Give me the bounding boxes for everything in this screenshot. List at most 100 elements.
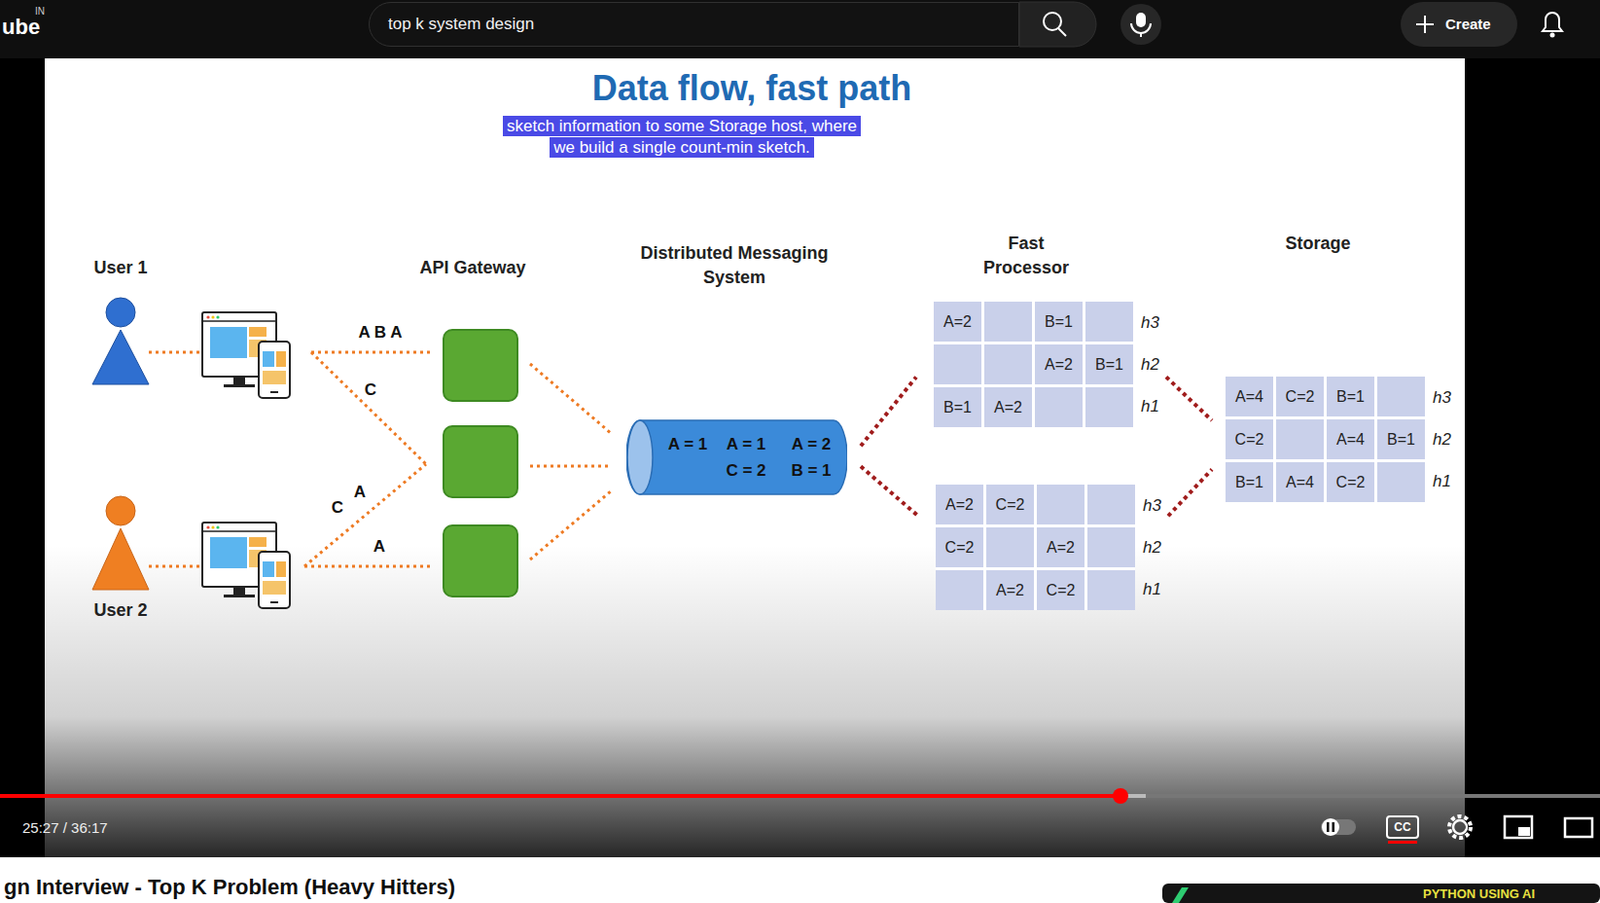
miniplayer-icon: [1518, 826, 1530, 836]
progress-buffer: [0, 793, 1146, 798]
window-dot: [215, 315, 219, 319]
thumbnail-mark: [1172, 887, 1189, 903]
pause-icon: [1332, 821, 1336, 832]
sketch-cell: [1034, 387, 1083, 427]
dotted-link: [530, 490, 612, 560]
sketch-flow-line: [1168, 468, 1212, 516]
column-heading: User 2: [93, 598, 147, 623]
sketch-cell: [1036, 484, 1085, 525]
device-icon: [202, 522, 290, 608]
sketch-cell: A=2: [1036, 527, 1085, 568]
dotted-link: [530, 464, 612, 468]
hash-row-label: h3: [1432, 388, 1452, 408]
caption-text: sketch information to some Storage host,…: [502, 115, 861, 158]
event-label: A: [354, 482, 366, 502]
column-heading: API Gateway: [419, 255, 526, 281]
plus-icon: [1423, 15, 1426, 34]
cell-value: B=1: [1044, 313, 1073, 331]
sketch-cell: B=1: [1326, 376, 1375, 417]
cylinder-shape: [626, 419, 848, 496]
user-head: [106, 496, 136, 526]
sketch-table: A=4C=2B=1C=2A=4B=1B=1A=4C=2: [1225, 376, 1425, 502]
controls-shade: [0, 544, 1600, 857]
cell-value: C=2: [1235, 430, 1265, 449]
user-body: [92, 329, 149, 385]
window-dot: [206, 525, 210, 529]
cell-value: B=1: [1386, 430, 1416, 449]
event-label: A B A: [357, 322, 402, 343]
hash-row-label: h2: [1140, 355, 1160, 375]
cell-value: A=2: [1046, 538, 1075, 557]
cell-value: C=2: [1336, 473, 1366, 492]
dotted-link: [311, 352, 427, 464]
pause-icon: [1326, 821, 1330, 832]
sketch-cell: [1377, 376, 1425, 417]
sketch-cell: [1085, 387, 1134, 427]
window-dot: [211, 315, 214, 319]
window-dot: [206, 315, 210, 319]
sketch-cell: [1087, 569, 1136, 610]
sketch-cell: A=2: [933, 301, 982, 342]
sketch-table: A=2B=1A=2B=1B=1A=2: [933, 301, 1134, 427]
sketch-cell: A=4: [1225, 376, 1274, 417]
thumbnail: [1162, 883, 1600, 903]
phone-note: [262, 370, 286, 385]
mic-icon: [1131, 23, 1151, 34]
queue-entry: A = 1: [726, 434, 766, 455]
user-body: [92, 528, 149, 590]
monitor-bar: [202, 530, 277, 533]
create-pill: [1400, 1, 1518, 47]
slide-title: Data flow, fast path: [592, 68, 913, 109]
sketch-cell: [935, 569, 984, 610]
logo-text: ube: [1, 14, 40, 40]
event-label: A: [373, 536, 386, 557]
button-text: Create: [1445, 15, 1492, 33]
search-button: [1019, 1, 1097, 47]
sketch-cell: B=1: [1085, 344, 1134, 385]
theater-icon: [1564, 817, 1593, 837]
phone-note: [276, 351, 286, 367]
sketch-cell: A=2: [935, 484, 984, 525]
hash-row-label: h1: [1432, 471, 1452, 492]
sketch-cell: A=2: [984, 387, 1032, 427]
gateway-box: [443, 426, 518, 498]
autoplay-toggle: [1321, 817, 1340, 836]
hash-row-label: h1: [1142, 579, 1162, 600]
sketch-cell: C=2: [935, 527, 984, 568]
gateway-box: [443, 329, 518, 401]
mic-icon: [1136, 12, 1146, 28]
cell-value: A=2: [945, 496, 974, 514]
device-icon: [202, 312, 290, 398]
cell-value: C=2: [945, 538, 975, 557]
dotted-link: [304, 463, 427, 567]
sketch-cell: B=1: [1377, 419, 1425, 460]
monitor-stand: [233, 586, 246, 595]
window-dot: [211, 525, 214, 529]
cell-value: A=2: [943, 313, 972, 331]
search-query: top k system design: [388, 14, 534, 34]
bell-icon: [1550, 33, 1556, 38]
dotted-link: [311, 351, 431, 355]
cell-value: A=2: [1044, 355, 1073, 374]
screen-note: [248, 326, 267, 337]
phone-block: [262, 351, 275, 367]
dotted-link: [148, 351, 200, 355]
sketch-cell: [1085, 301, 1134, 342]
sketch-flow-line: [860, 465, 919, 516]
cell-value: B=1: [943, 398, 972, 417]
hash-row-label: h2: [1142, 537, 1162, 558]
gateway-box: [443, 525, 518, 597]
autoplay-toggle: [1320, 818, 1356, 835]
message-queue: A = 1A = 1A = 2C = 2B = 1: [626, 419, 848, 496]
thumbnail-text: PYTHON USING AI: [1422, 886, 1535, 901]
sketch-cell: [933, 344, 982, 385]
cell-value: C=2: [995, 496, 1026, 514]
event-label: C: [364, 380, 377, 400]
hash-row-label: h1: [1140, 396, 1160, 417]
cell-value: A=2: [995, 581, 1025, 600]
screen-note: [248, 536, 267, 547]
mic-button: [1120, 3, 1162, 45]
search-box: top k system design: [368, 1, 1020, 47]
sketch-cell: A=4: [1326, 419, 1375, 460]
